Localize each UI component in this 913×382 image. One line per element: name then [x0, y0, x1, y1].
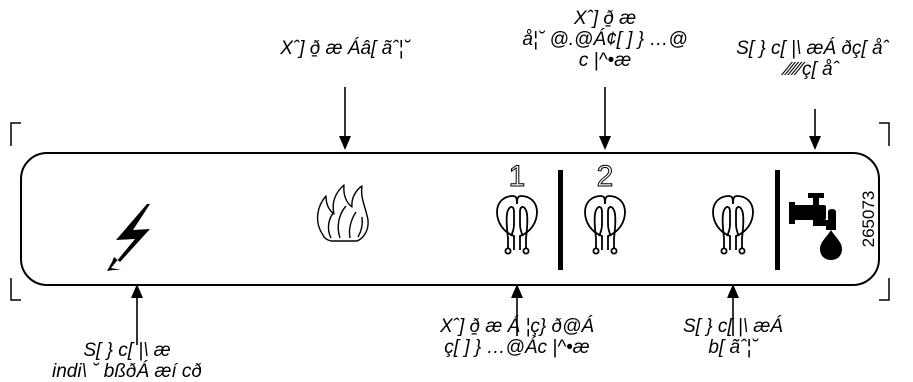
label-line: c |^•æ: [578, 50, 632, 71]
label-bottom-bolt: S[ } c[ |\ æ indi\ ˘ bßðÁ æí cð: [27, 340, 227, 382]
part-number: 265073: [859, 191, 878, 248]
label-line: S[ } c[ |\ æ: [83, 340, 171, 361]
heating-element-icon: [496, 195, 538, 255]
heating-element-icon: [712, 195, 754, 255]
heating-element-icon: [584, 195, 626, 255]
lightning-bolt-icon: [107, 204, 150, 271]
label-line: S[ } c[ |\ æÁ ðç[ åˆ: [736, 38, 889, 59]
label-line: b[ ãˆ¦˘: [708, 337, 758, 358]
label-line: Xˆ] ð̱ æ Á ¦ç} ð@Á: [439, 316, 595, 337]
panel-outline: [20, 152, 880, 286]
label-bottom-element: Xˆ] ð̱ æ Á ¦ç} ð@Á ç[ ] } …@Ác |^•æ: [420, 316, 614, 358]
label-top-flame: Xˆ] ð̱ æ Áâ[ ãˆ¦˘: [256, 38, 434, 59]
label-top-element: Xˆ] ð̱ æ å¦˘ @.@Á¢[ ] } …@ c |^•æ: [505, 8, 705, 71]
label-line: indi\ ˘ bßðÁ æí cð: [52, 361, 202, 382]
separator-bar: [558, 170, 563, 270]
panel-number-2: 2: [597, 160, 614, 193]
panel-number-1: 1: [509, 160, 526, 193]
arrow-bottom-element3: [727, 284, 739, 336]
water-tap-icon: [789, 193, 842, 260]
label-line: S[ } c[ |\ æÁ: [683, 316, 783, 337]
label-line: ç[ ] } …@Ác |^•æ: [444, 337, 590, 358]
label-line: ∕∕∕∕∕ç[ åˆ: [786, 59, 839, 80]
separator-bar: [775, 170, 780, 270]
arrow-bottom-bolt: [131, 284, 143, 345]
label-line: å¦˘ @.@Á¢[ ] } …@: [522, 29, 688, 50]
flame-icon: [316, 184, 369, 242]
arrow-bottom-element1: [511, 284, 523, 336]
arrow-top-element2: [599, 87, 611, 150]
label-line: Xˆ] ð̱ æ: [573, 8, 637, 29]
label-top-tap: S[ } c[ |\ æÁ ðç[ åˆ ∕∕∕∕∕ç[ åˆ: [720, 38, 905, 80]
pointer-arrows: [131, 87, 821, 345]
crop-marks: [10, 122, 890, 301]
label-bottom-element3: S[ } c[ |\ æÁ b[ ãˆ¦˘: [660, 316, 806, 358]
arrow-top-tap: [809, 109, 821, 150]
label-line: Xˆ] ð̱ æ Áâ[ ãˆ¦˘: [280, 38, 410, 59]
arrow-top-flame: [339, 87, 351, 150]
